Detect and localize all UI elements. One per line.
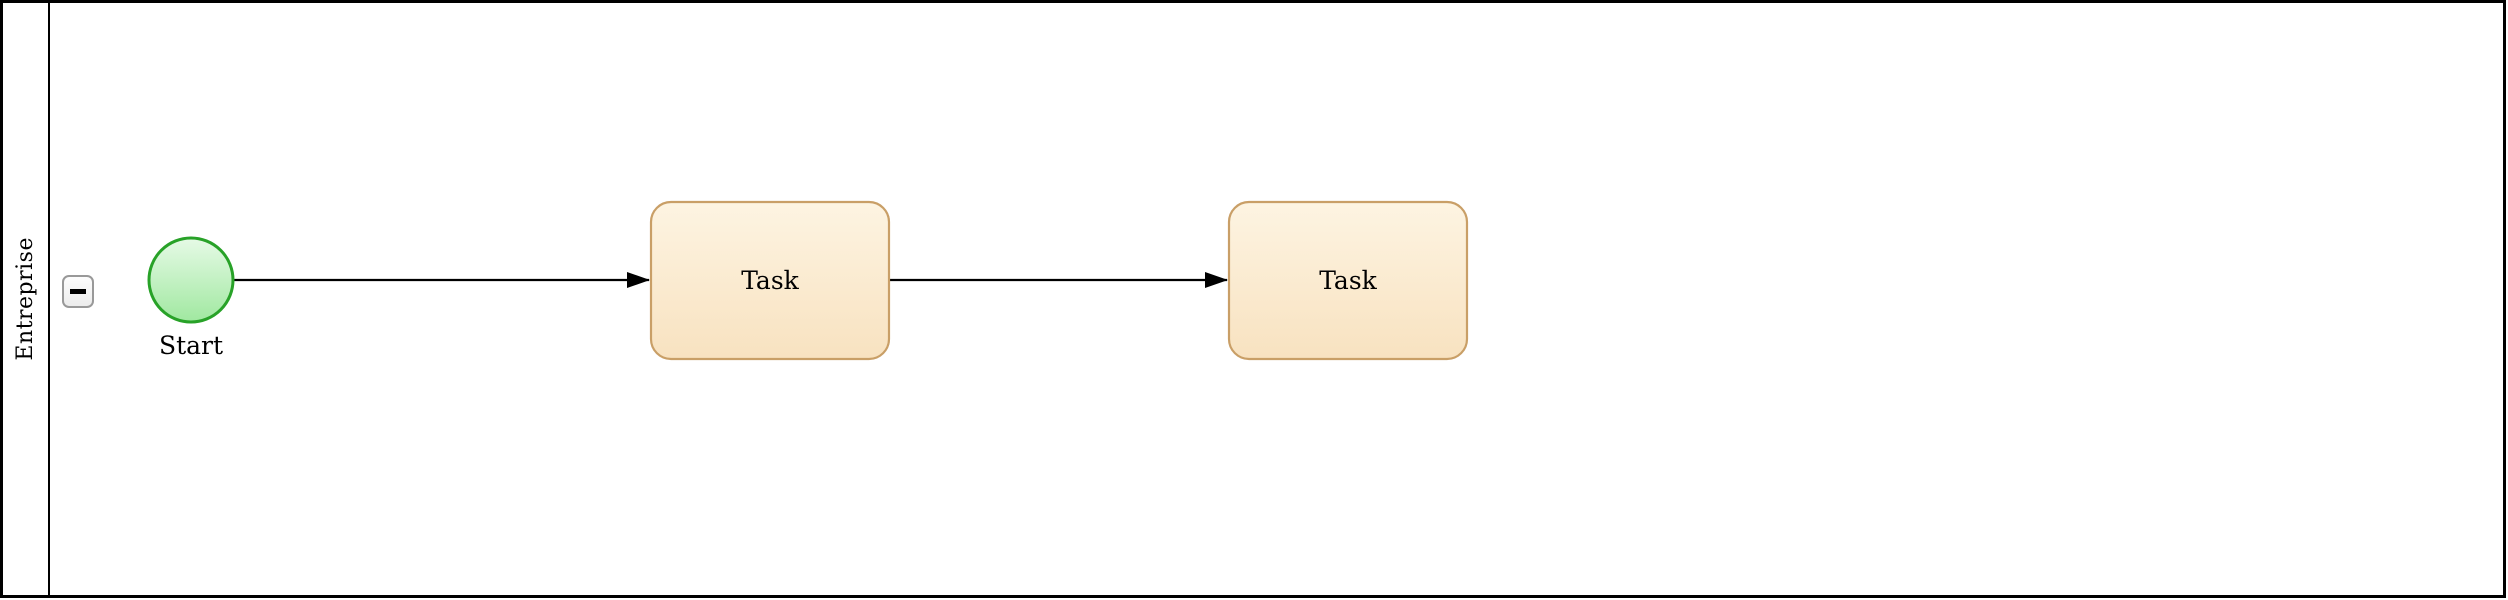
start-event-node[interactable] xyxy=(147,236,235,324)
task-label-1: Task xyxy=(741,266,799,295)
task-node-1[interactable] xyxy=(649,200,891,361)
task-label-2: Task xyxy=(1319,266,1377,295)
pool-label-strip[interactable]: Entreprise xyxy=(3,3,50,595)
minus-icon xyxy=(70,289,86,294)
start-event-label: Start xyxy=(159,331,223,360)
task-node-2[interactable] xyxy=(1227,200,1469,361)
pool-collapse-button[interactable] xyxy=(62,275,94,308)
